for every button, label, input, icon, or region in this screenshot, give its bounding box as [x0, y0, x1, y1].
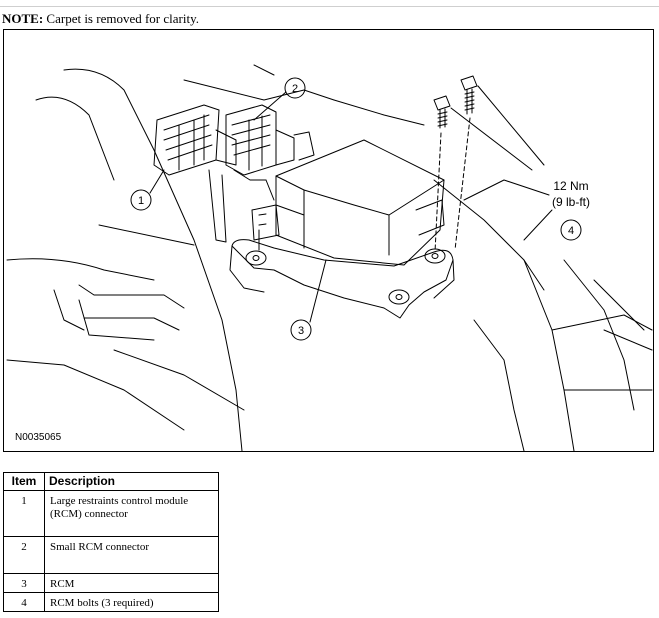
figure-id: N0035065 — [15, 432, 62, 443]
rcm-bolts — [258, 75, 478, 253]
note: NOTE: Carpet is removed for clarity. — [2, 11, 199, 26]
large-rcm-connector — [153, 104, 237, 176]
table-row: 4 RCM bolts (3 required) — [3, 592, 219, 612]
legend-item-number: 4 — [3, 592, 45, 612]
rcm-line-drawing: 1 2 3 4 12 Nm (9 lb-ft) — [6, 64, 653, 451]
legend-item-description: RCM bolts (3 required) — [44, 592, 219, 612]
callout-4: 4 — [568, 225, 574, 237]
callout-leaders — [149, 85, 553, 323]
rcm-module — [251, 139, 445, 266]
legend-table: Item Description 1 Large restraints cont… — [3, 472, 219, 612]
rcm-illustration: 1 2 3 4 12 Nm (9 lb-ft) N0035065 — [3, 29, 654, 452]
small-rcm-connector — [225, 104, 315, 176]
legend-header-item: Item — [3, 472, 45, 491]
legend-item-description: Large restraints control module (RCM) co… — [44, 490, 219, 537]
legend-header-row: Item Description — [3, 472, 219, 491]
floor-tunnel-outline — [6, 64, 653, 451]
top-rule — [0, 6, 659, 7]
torque-metric: 12 Nm — [553, 179, 588, 193]
table-row: 2 Small RCM connector — [3, 536, 219, 574]
rcm-bracket — [229, 239, 455, 319]
callout-1: 1 — [138, 195, 144, 207]
note-label: NOTE: — [2, 11, 44, 26]
legend-item-description: Small RCM connector — [44, 536, 219, 574]
callout-2: 2 — [292, 83, 298, 95]
torque-imperial: (9 lb-ft) — [552, 195, 590, 209]
note-text: Carpet is removed for clarity. — [46, 11, 199, 26]
legend-item-number: 3 — [3, 573, 45, 593]
callout-bubbles — [130, 77, 582, 341]
legend-item-description: RCM — [44, 573, 219, 593]
table-row: 1 Large restraints control module (RCM) … — [3, 490, 219, 537]
callout-3: 3 — [298, 325, 304, 337]
wiring-harness — [208, 169, 275, 243]
legend-item-number: 2 — [3, 536, 45, 574]
legend-item-number: 1 — [3, 490, 45, 537]
legend-header-description: Description — [44, 472, 219, 491]
table-row: 3 RCM — [3, 573, 219, 593]
